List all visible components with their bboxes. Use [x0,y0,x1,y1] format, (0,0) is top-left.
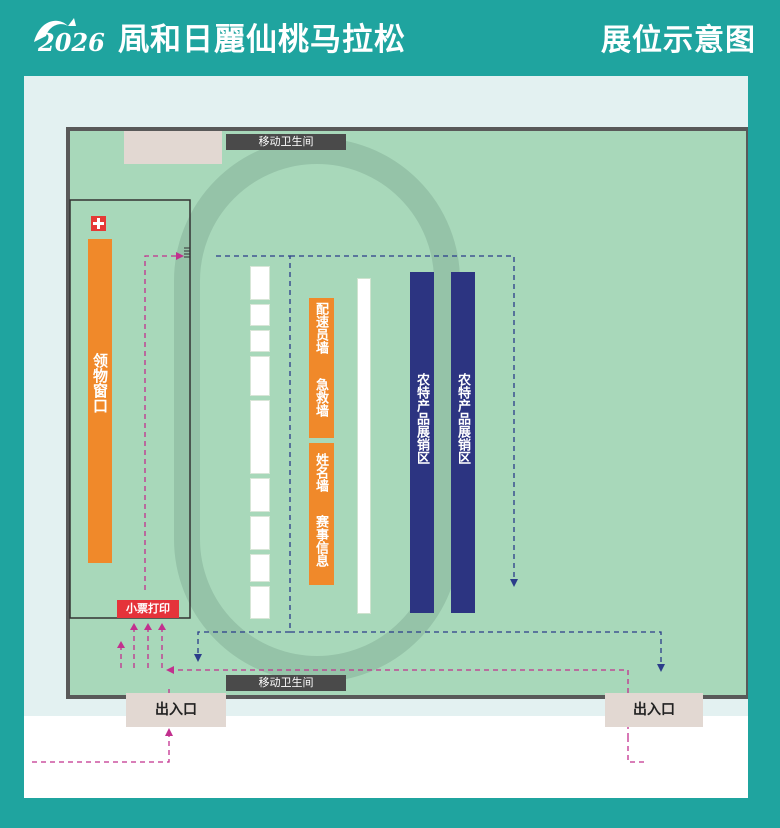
first-aid-icon [91,216,106,231]
exhibit-route [197,255,662,666]
race-info-label: 赛事信息 [313,515,328,567]
mobile-toilet-top: 移动卫生间 [226,134,346,150]
entrance-right: 出入口 [605,693,703,727]
entrance-left: 出入口 [126,693,226,727]
booth-strip [357,278,371,614]
pacer-wall-label: 配速员墙 [313,302,328,354]
farm-zone-2-label: 农特产品展销区 [455,373,470,464]
sponsor-booth [250,356,270,396]
mobile-toilet-bottom: 移动卫生间 [226,675,346,691]
field-border [66,127,748,699]
logo-year: 2026 [38,28,105,57]
firstaid-wall-label: 急救墙 [313,378,328,417]
event-logo: 2026 [28,12,112,60]
top-building [124,131,222,164]
map-subtitle: 展位示意图 [601,23,756,58]
logo-dragon-icon [34,18,76,42]
sponsor-booth [250,330,270,352]
sponsor-booth [250,266,270,300]
sponsor-booth [250,516,270,550]
name-wall-label: 姓名墙 [313,453,328,492]
pickup-window: 领物窗口 [88,239,112,563]
farm-zone-1-label: 农特产品展销区 [414,373,429,464]
pacer-firstaid-wall: 配速员墙 急救墙 [309,298,334,438]
sponsor-booth [250,554,270,582]
running-track [174,138,460,682]
sponsor-booth [250,400,270,474]
map-graphics [32,127,748,763]
sponsor-booth [250,586,270,619]
entry-route [32,255,644,763]
venue-map: 移动卫生间 移动卫生间 领物窗口 小票打印 配速员墙 急救墙 姓名墙 赛事信息 … [24,76,748,798]
farm-zone-1: 农特产品展销区 [410,272,434,613]
ticket-print-booth: 小票打印 [117,600,179,618]
sponsor-booth [250,304,270,326]
farm-zone-2: 农特产品展销区 [451,272,475,613]
sponsor-booth [250,478,270,512]
page-title: 凮和日麗仙桃马拉松 [118,22,406,58]
pickup-window-label: 领物窗口 [91,353,109,413]
pickup-area-outline [69,199,191,619]
sponsor-column [250,266,270,619]
track-marks [184,247,190,258]
name-race-wall: 姓名墙 赛事信息 [309,443,334,585]
route-arrows [117,252,184,736]
